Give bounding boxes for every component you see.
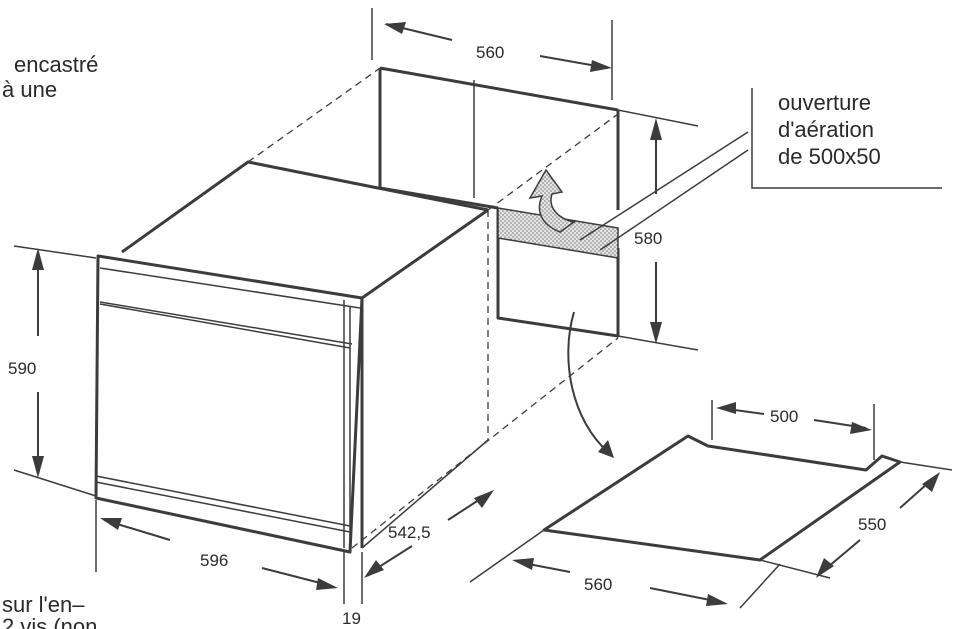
dim-oven-width: 596 — [95, 500, 338, 590]
pointer-arrowhead-icon — [598, 440, 614, 458]
dim-oven-depth: 542,5 19 — [342, 490, 494, 628]
dim-cutout-width: 500 — [716, 402, 872, 434]
cabinet-niche — [371, 8, 699, 351]
callout-line3: de 500x50 — [778, 144, 881, 169]
pointer-arrow — [567, 311, 609, 453]
dim-panel-thickness-label: 19 — [342, 609, 361, 628]
dim-oven-depth-label: 542,5 — [388, 523, 431, 542]
dim-top-width-label: 560 — [476, 43, 504, 62]
dim-cutout-width-label: 500 — [770, 407, 798, 426]
dim-top-width: 560 — [384, 22, 612, 72]
dim-cavity-height: 580 — [634, 118, 662, 344]
callout-line-b — [599, 149, 749, 251]
dim-floor-depth-label: 550 — [858, 515, 886, 534]
callout-leader — [751, 88, 942, 189]
dim-cavity-height-label: 580 — [634, 229, 662, 248]
dim-oven-height: 590 — [8, 245, 97, 497]
airflow-arrow-icon — [528, 168, 576, 233]
dim-oven-width-label: 596 — [200, 551, 228, 570]
dim-floor-width-label: 560 — [584, 575, 612, 594]
oven-body — [94, 160, 489, 554]
callout-line1: ouverture — [778, 90, 871, 115]
left-bottom-line1: sur l'en– — [2, 592, 85, 617]
left-text-line2: à une — [2, 77, 57, 102]
floor-cutout-plate — [469, 400, 953, 609]
dim-floor-width: 560 — [512, 558, 728, 606]
callout-line2: d'aération — [778, 117, 874, 142]
dim-oven-height-label: 590 — [8, 359, 36, 378]
left-bottom-line2: 2 vis (non — [2, 614, 97, 629]
dim-floor-depth: 550 — [816, 472, 940, 578]
ventilation-opening — [497, 207, 619, 259]
dashed-guides — [121, 67, 619, 549]
left-text-line1: encastré — [14, 52, 98, 77]
callout-line-a — [579, 131, 749, 241]
